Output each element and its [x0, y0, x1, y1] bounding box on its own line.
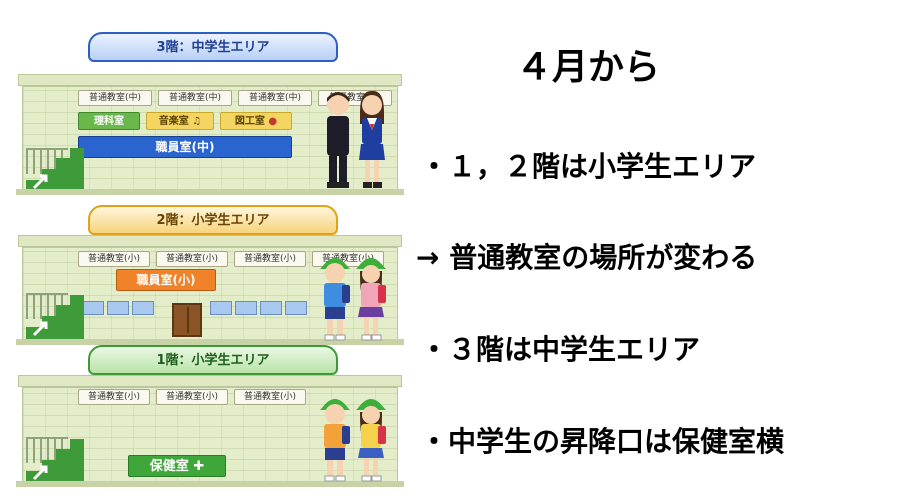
- classroom-sign: 普通教室(小): [234, 251, 306, 267]
- ground: [16, 339, 404, 345]
- bullet-item: ・３階は中学生エリア: [420, 333, 701, 366]
- palette-icon: ●: [268, 116, 278, 127]
- classroom-sign: 普通教室(中): [78, 90, 152, 106]
- page-title: ４月から: [516, 47, 661, 88]
- elementary-girl: [356, 258, 386, 341]
- classroom-sign: 普通教室(小): [234, 389, 306, 405]
- classroom-sign: 普通教室(小): [78, 251, 150, 267]
- stairs-arrow-icon: [32, 321, 48, 337]
- classroom-sign: 普通教室(小): [78, 389, 150, 405]
- staff-room-middle: 職員室(中): [78, 136, 292, 158]
- floor-1-roof: [18, 375, 402, 387]
- staff-room-elementary: 職員室(小): [116, 269, 216, 291]
- stairs-arrow-icon: [32, 174, 48, 190]
- health-room: 保健室 ✚: [128, 455, 226, 477]
- floor-1: 1階：小学生エリア 普通教室(小) 普通教室(小) 普通教室(小) 保健室 ✚: [16, 345, 404, 495]
- classroom-sign: 普通教室(小): [156, 389, 228, 405]
- music-room-label: 音楽室: [158, 116, 189, 127]
- classroom-sign: 普通教室(中): [158, 90, 232, 106]
- elementary-boy: [320, 399, 350, 482]
- bullet-item: → 普通教室の場所が変わる: [416, 241, 758, 274]
- windows-right: [210, 301, 307, 315]
- stairs: [26, 439, 84, 483]
- red-cross-icon: ✚: [193, 459, 205, 474]
- floor-2-banner: 2階：小学生エリア: [88, 205, 338, 235]
- middle-school-girl: [359, 90, 385, 188]
- music-note-icon: ♫: [192, 116, 202, 127]
- bullet-item: ・１，２階は小学生エリア: [420, 150, 757, 183]
- stairs: [26, 295, 84, 339]
- elementary-girl: [356, 399, 386, 482]
- classroom-sign: 普通教室(小): [156, 251, 228, 267]
- stairs-arrow-icon: [32, 465, 48, 481]
- health-room-label: 保健室: [149, 459, 189, 474]
- art-room: 図工室 ●: [220, 112, 292, 130]
- art-room-label: 図工室: [234, 116, 265, 127]
- door: [172, 303, 202, 337]
- music-room: 音楽室 ♫: [146, 112, 214, 130]
- middle-school-boy: [327, 92, 349, 188]
- science-room: 理科室: [78, 112, 140, 130]
- floor-3-roof: [18, 74, 402, 86]
- ground: [16, 189, 404, 195]
- bullet-item: ・中学生の昇降口は保健室横: [420, 425, 785, 458]
- elementary-boy: [320, 258, 350, 341]
- ground: [16, 481, 404, 487]
- floor-3-banner: 3階：中学生エリア: [88, 32, 338, 62]
- floor-2: 2階：小学生エリア 普通教室(小) 普通教室(小) 普通教室(小) 普通教室(小…: [16, 205, 404, 345]
- windows-left: [82, 301, 154, 315]
- floor-3: 3階：中学生エリア 普通教室(中) 普通教室(中) 普通教室(中) 普通教室(中…: [16, 30, 404, 195]
- stairs: [26, 148, 84, 192]
- classroom-sign: 普通教室(中): [238, 90, 312, 106]
- floor-2-roof: [18, 235, 402, 247]
- floor-1-banner: 1階：小学生エリア: [88, 345, 338, 375]
